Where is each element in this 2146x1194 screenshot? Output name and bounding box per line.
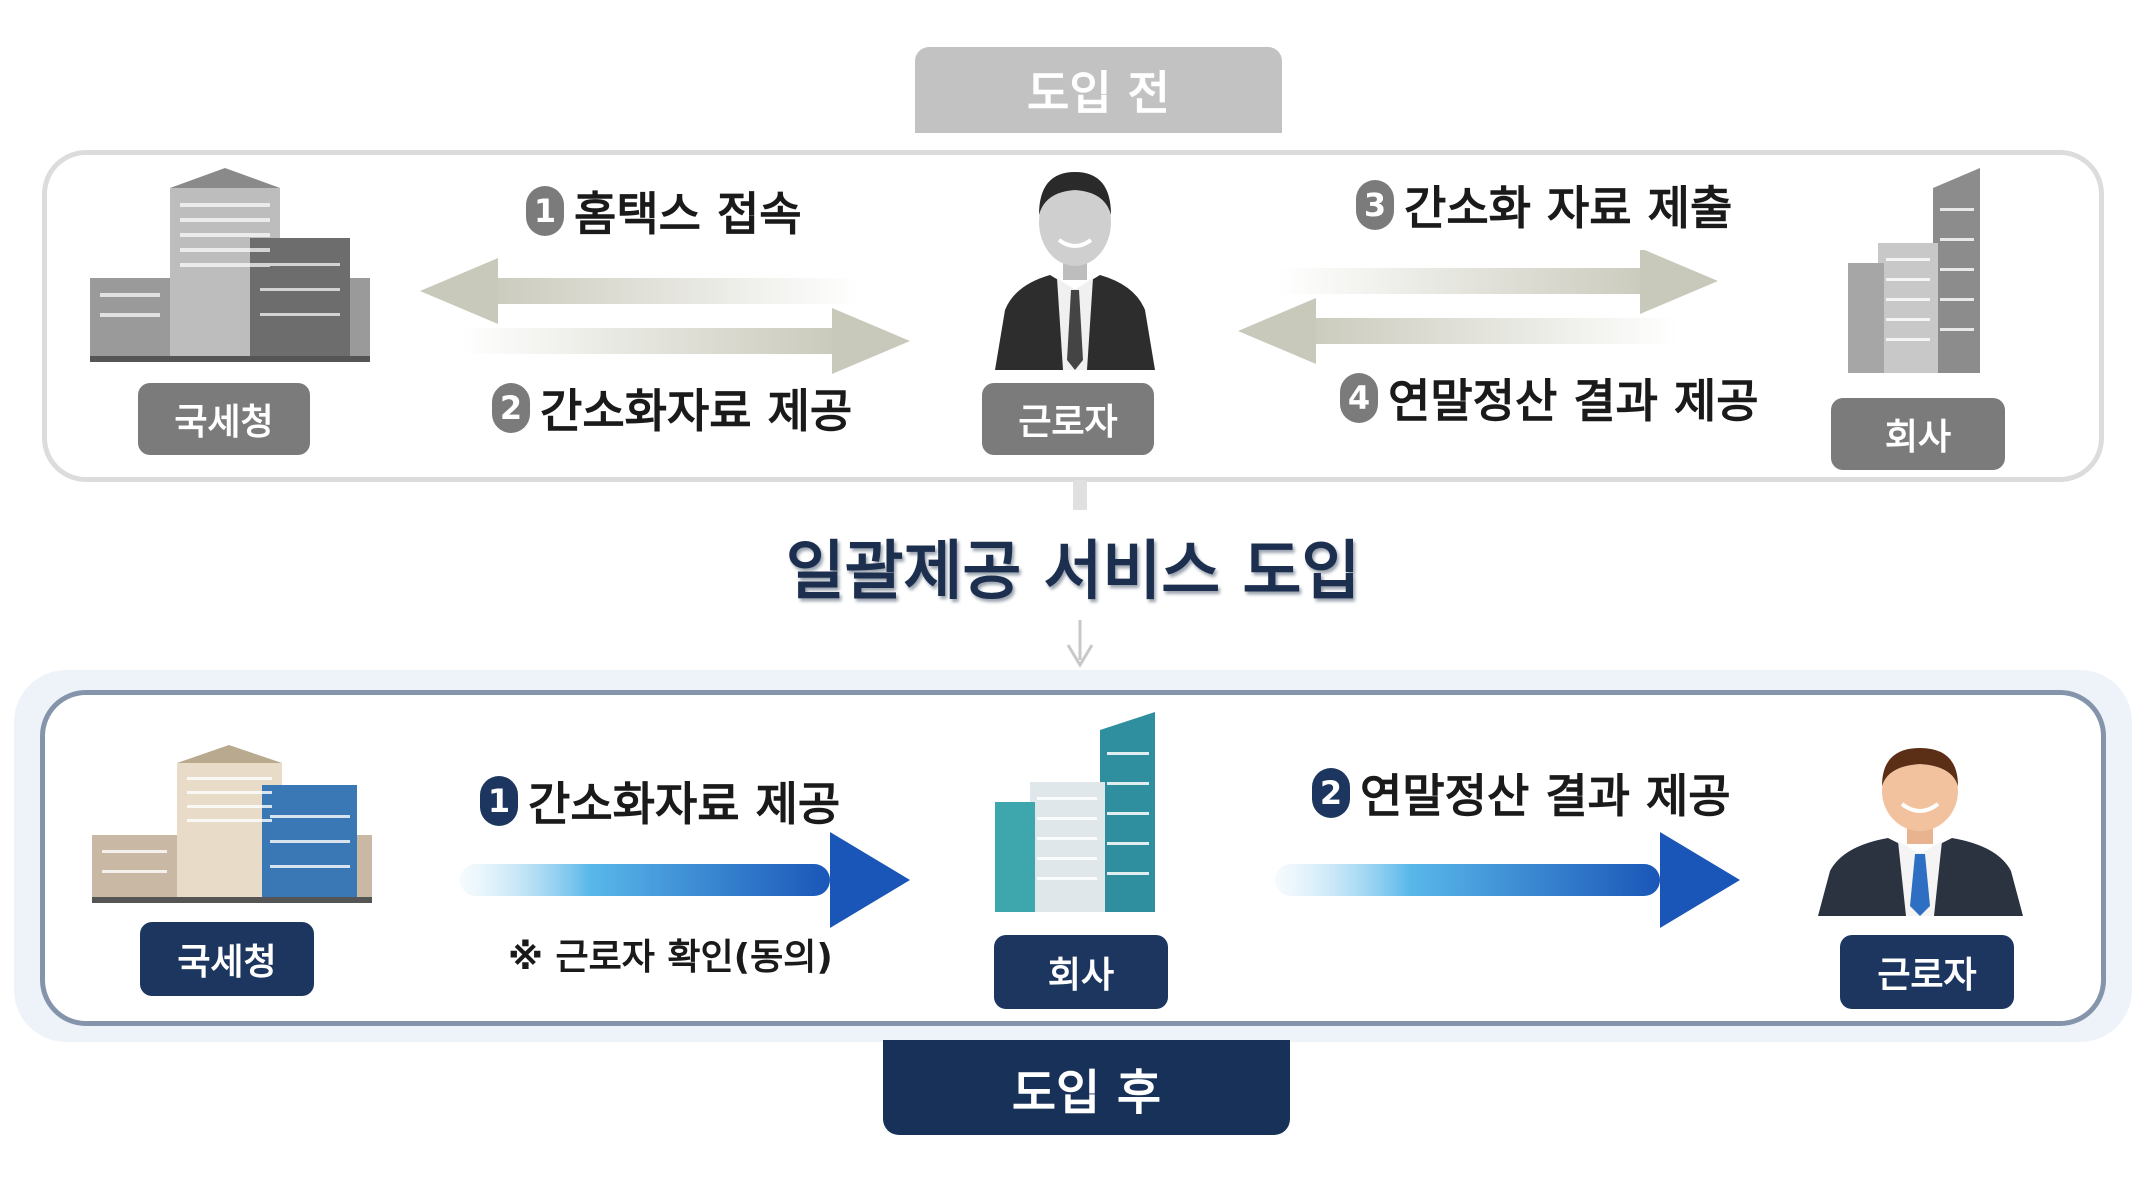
before-step-3: 3 간소화 자료 제출: [1356, 172, 1732, 238]
before-arrows-nts-worker: [420, 258, 910, 374]
after-tab: 도입 후: [883, 1040, 1290, 1135]
company-building-icon: [995, 712, 1155, 912]
before-worker-label: 근로자: [982, 383, 1154, 455]
before-company-label: 회사: [1831, 398, 2005, 470]
step-number-badge: 1: [480, 776, 518, 826]
transition-title: 일괄제공 서비스 도입: [785, 535, 1361, 609]
consent-note: ※ 근로자 확인(동의): [508, 937, 833, 978]
step-number-badge: 1: [526, 186, 564, 236]
after-arrow-nts-company: [460, 832, 910, 928]
step-number-badge: 3: [1356, 180, 1394, 230]
after-nts-label: 국세청: [140, 922, 314, 996]
step-number-badge: 4: [1340, 373, 1378, 423]
after-step-2: 2 연말정산 결과 제공: [1312, 760, 1731, 826]
nts-building-icon: [90, 168, 370, 362]
before-tab: 도입 전: [915, 47, 1282, 133]
after-company-label: 회사: [994, 935, 1168, 1009]
company-building-icon: [1848, 168, 1980, 373]
step-text: 홈택스 접속: [574, 187, 802, 241]
before-step-1: 1 홈택스 접속: [526, 178, 802, 244]
nts-building-icon: [92, 745, 372, 903]
before-arrows-worker-company: [1238, 250, 1718, 364]
step-text: 간소화자료 제공: [540, 384, 853, 438]
worker-icon: [1818, 748, 2023, 916]
step-number-badge: 2: [1312, 768, 1350, 818]
step-text: 연말정산 결과 제공: [1388, 374, 1759, 428]
after-worker-label: 근로자: [1840, 935, 2014, 1009]
before-nts-label: 국세청: [138, 383, 310, 455]
before-step-2: 2 간소화자료 제공: [492, 375, 852, 441]
transition-connector: [1066, 480, 1094, 668]
step-number-badge: 2: [492, 383, 530, 433]
after-step-1: 1 간소화자료 제공: [480, 768, 840, 834]
step-text: 간소화자료 제공: [528, 777, 841, 831]
step-text: 간소화 자료 제출: [1404, 181, 1733, 235]
worker-icon: [995, 172, 1155, 370]
after-arrow-company-worker: [1275, 832, 1740, 928]
before-step-4: 4 연말정산 결과 제공: [1340, 365, 1759, 431]
step-text: 연말정산 결과 제공: [1360, 769, 1731, 823]
